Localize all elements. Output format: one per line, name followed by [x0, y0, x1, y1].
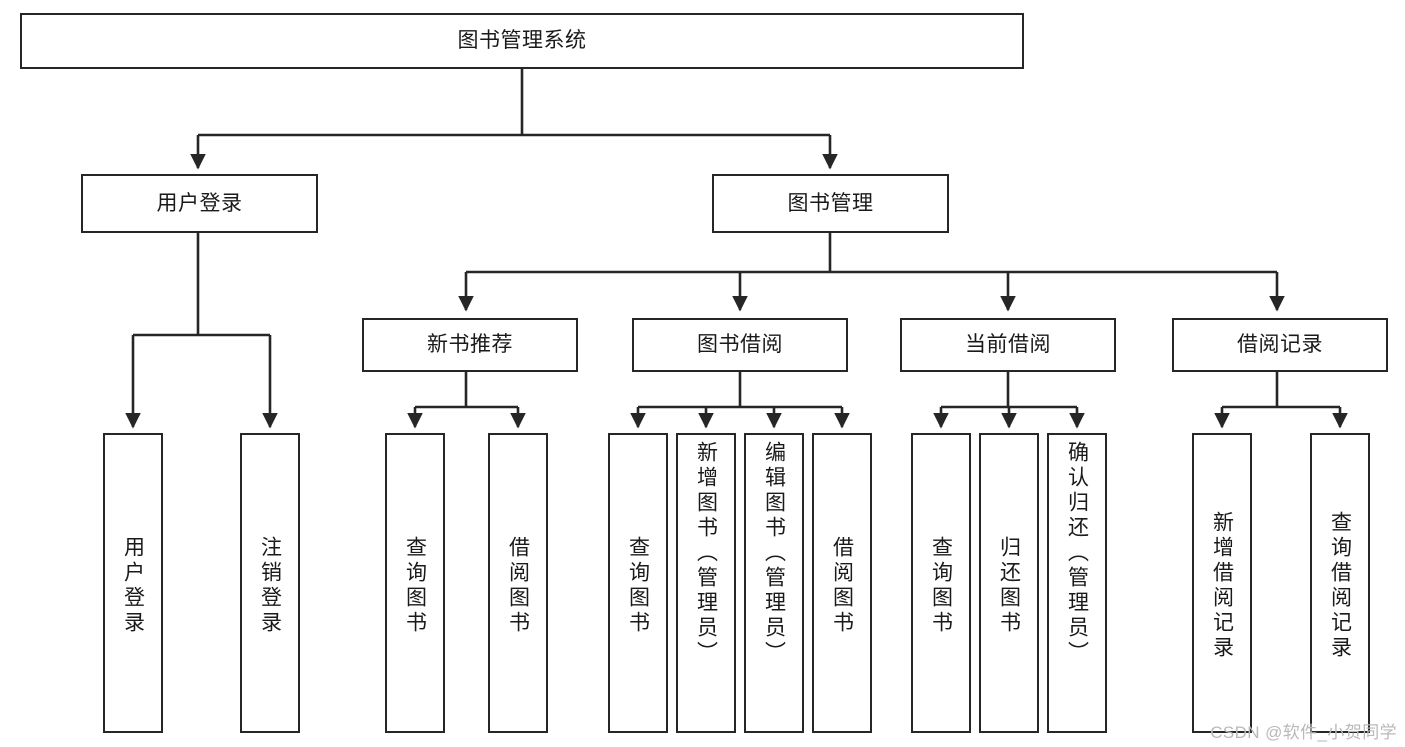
node-leaf-query-record-label: 查询借阅记录 — [1328, 511, 1352, 661]
node-leaf-query-book-3[interactable]: 查询图书 — [911, 433, 971, 733]
node-leaf-borrow-book-1[interactable]: 借阅图书 — [488, 433, 548, 733]
node-current-borrow[interactable]: 当前借阅 — [900, 318, 1116, 372]
node-leaf-confirm-return[interactable]: 确认归还（管理员） — [1047, 433, 1107, 733]
node-leaf-add-book[interactable]: 新增图书（管理员） — [676, 433, 736, 733]
node-book-manage[interactable]: 图书管理 — [712, 174, 949, 233]
node-book-borrow[interactable]: 图书借阅 — [632, 318, 848, 372]
node-user-login[interactable]: 用户登录 — [81, 174, 318, 233]
node-current-borrow-label: 当前借阅 — [965, 333, 1051, 357]
node-leaf-edit-book-label: 编辑图书（管理员） — [762, 441, 786, 666]
node-root[interactable]: 图书管理系统 — [20, 13, 1024, 69]
node-leaf-add-record[interactable]: 新增借阅记录 — [1192, 433, 1252, 733]
node-leaf-user-login-label: 用户登录 — [121, 536, 145, 636]
node-leaf-query-book-1-label: 查询图书 — [403, 536, 427, 636]
node-book-manage-label: 图书管理 — [787, 191, 874, 215]
node-borrow-record[interactable]: 借阅记录 — [1172, 318, 1388, 372]
node-leaf-query-book-2[interactable]: 查询图书 — [608, 433, 668, 733]
node-leaf-query-record[interactable]: 查询借阅记录 — [1310, 433, 1370, 733]
node-leaf-logout[interactable]: 注销登录 — [240, 433, 300, 733]
node-leaf-borrow-book-1-label: 借阅图书 — [506, 536, 530, 636]
node-leaf-edit-book[interactable]: 编辑图书（管理员） — [744, 433, 804, 733]
node-root-label: 图书管理系统 — [457, 29, 587, 53]
node-leaf-add-record-label: 新增借阅记录 — [1210, 511, 1234, 661]
node-leaf-query-book-1[interactable]: 查询图书 — [385, 433, 445, 733]
node-new-book-recommend[interactable]: 新书推荐 — [362, 318, 578, 372]
node-leaf-confirm-return-label: 确认归还（管理员） — [1065, 441, 1089, 666]
node-leaf-add-book-label: 新增图书（管理员） — [694, 441, 718, 666]
node-leaf-query-book-2-label: 查询图书 — [626, 536, 650, 636]
node-leaf-query-book-3-label: 查询图书 — [929, 536, 953, 636]
node-leaf-borrow-book-2-label: 借阅图书 — [830, 536, 854, 636]
node-leaf-user-login[interactable]: 用户登录 — [103, 433, 163, 733]
node-leaf-logout-label: 注销登录 — [258, 536, 282, 636]
node-user-login-label: 用户登录 — [156, 191, 243, 215]
node-leaf-return-book[interactable]: 归还图书 — [979, 433, 1039, 733]
node-book-borrow-label: 图书借阅 — [697, 333, 783, 357]
node-leaf-borrow-book-2[interactable]: 借阅图书 — [812, 433, 872, 733]
node-new-book-recommend-label: 新书推荐 — [427, 333, 513, 357]
node-leaf-return-book-label: 归还图书 — [997, 536, 1021, 636]
node-borrow-record-label: 借阅记录 — [1237, 333, 1323, 357]
